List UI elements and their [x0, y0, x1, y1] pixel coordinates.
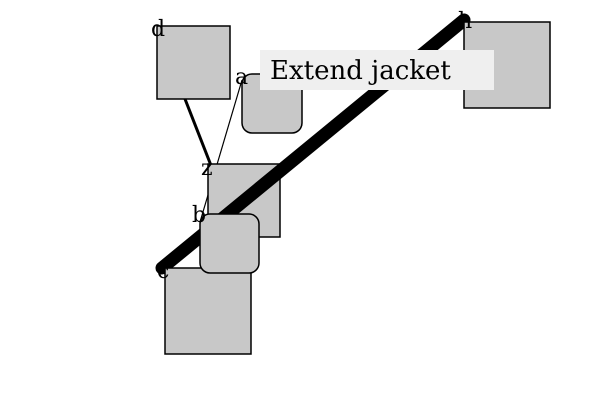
edge-d-z [183, 98, 214, 169]
tooltip-text: Extend jacket [270, 56, 451, 86]
node-a-label: a [235, 65, 248, 90]
node-c[interactable] [164, 267, 252, 355]
node-h-label: h [458, 9, 472, 34]
node-d-label: d [151, 17, 165, 42]
node-d[interactable] [156, 25, 231, 100]
edge-a-b [199, 79, 243, 223]
node-c-label: c [157, 259, 169, 284]
node-b[interactable] [199, 213, 260, 274]
node-b-label: b [192, 203, 206, 228]
node-z-label: z [201, 156, 213, 181]
tooltip-box [260, 50, 494, 90]
